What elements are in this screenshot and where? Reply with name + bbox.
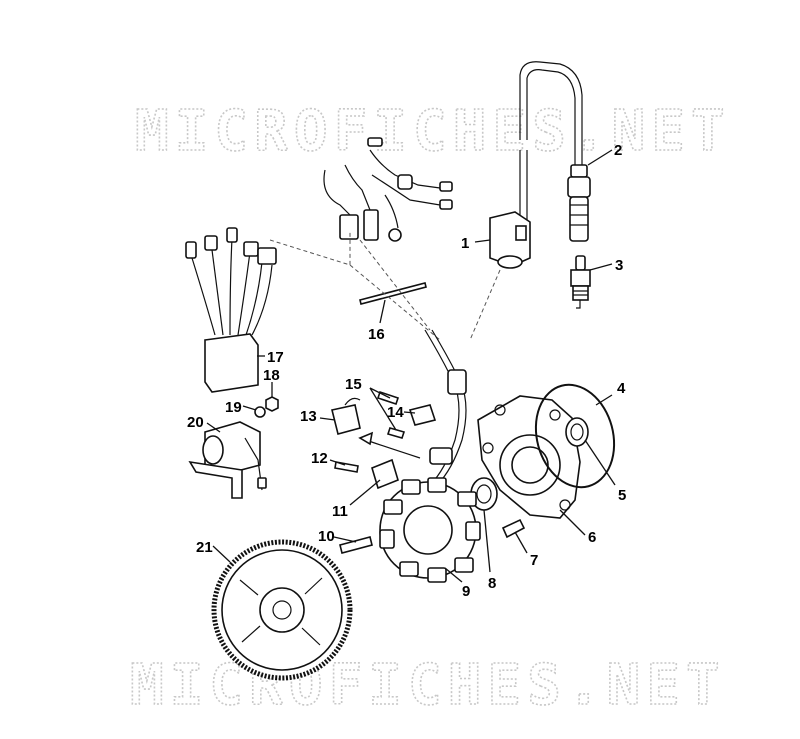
watermark-bottom: MICROFICHES.NET (130, 653, 726, 718)
callout-17: 17 (267, 349, 284, 366)
part-flywheel (211, 539, 353, 681)
callout-15: 15 (345, 376, 362, 393)
callout-18: 18 (263, 367, 280, 384)
part-nut (265, 396, 279, 412)
part-washer (254, 406, 266, 418)
stator-lead-wire (424, 329, 460, 486)
part-cable-tie (359, 282, 427, 305)
part-ignition-coil (489, 211, 531, 269)
callout-1: 1 (461, 235, 469, 252)
leader-lines (206, 149, 616, 583)
stator-plug (429, 447, 453, 465)
callout-19: 19 (225, 399, 242, 416)
part-bracket (408, 404, 437, 426)
callout-labels: 1 2 3 4 5 6 7 8 9 10 11 12 13 14 15 16 1… (187, 142, 626, 600)
callout-10: 10 (318, 528, 335, 545)
part-screw-12 (334, 461, 359, 473)
arrow-head (358, 431, 374, 446)
routing-line-coil (359, 239, 501, 341)
part-spark-plug (570, 255, 591, 309)
callout-7: 7 (530, 552, 538, 569)
callout-9: 9 (462, 583, 470, 600)
part-magneto-housing (477, 395, 581, 519)
part-bolt-7 (501, 518, 526, 539)
callout-20: 20 (187, 414, 204, 431)
part-wiring-harness (323, 137, 453, 242)
callout-3: 3 (615, 257, 623, 274)
part-gasket-ring (534, 383, 616, 489)
stator-connector (447, 369, 467, 395)
part-screw-15b (386, 427, 406, 439)
watermark-top: MICROFICHES.NET (135, 99, 731, 164)
callout-2: 2 (614, 142, 622, 159)
part-oil-seal-8 (470, 477, 498, 511)
part-starter-relay (188, 421, 267, 499)
part-pulse-sensor (331, 397, 361, 435)
part-voltage-regulator (185, 227, 277, 393)
callout-8: 8 (488, 575, 496, 592)
callout-13: 13 (300, 408, 317, 425)
callout-11: 11 (332, 503, 348, 520)
part-bolt-10 (339, 536, 373, 554)
part-oil-seal-5 (565, 417, 589, 447)
callout-21: 21 (196, 539, 213, 556)
callout-6: 6 (588, 529, 596, 546)
callout-16: 16 (368, 326, 385, 343)
callout-12: 12 (311, 450, 328, 467)
part-ignition-cable-cap (519, 61, 591, 242)
callout-14: 14 (387, 404, 404, 421)
callout-4: 4 (617, 380, 626, 397)
routing-line-harness (269, 232, 441, 341)
part-stator (379, 477, 481, 583)
callout-5: 5 (618, 487, 626, 504)
